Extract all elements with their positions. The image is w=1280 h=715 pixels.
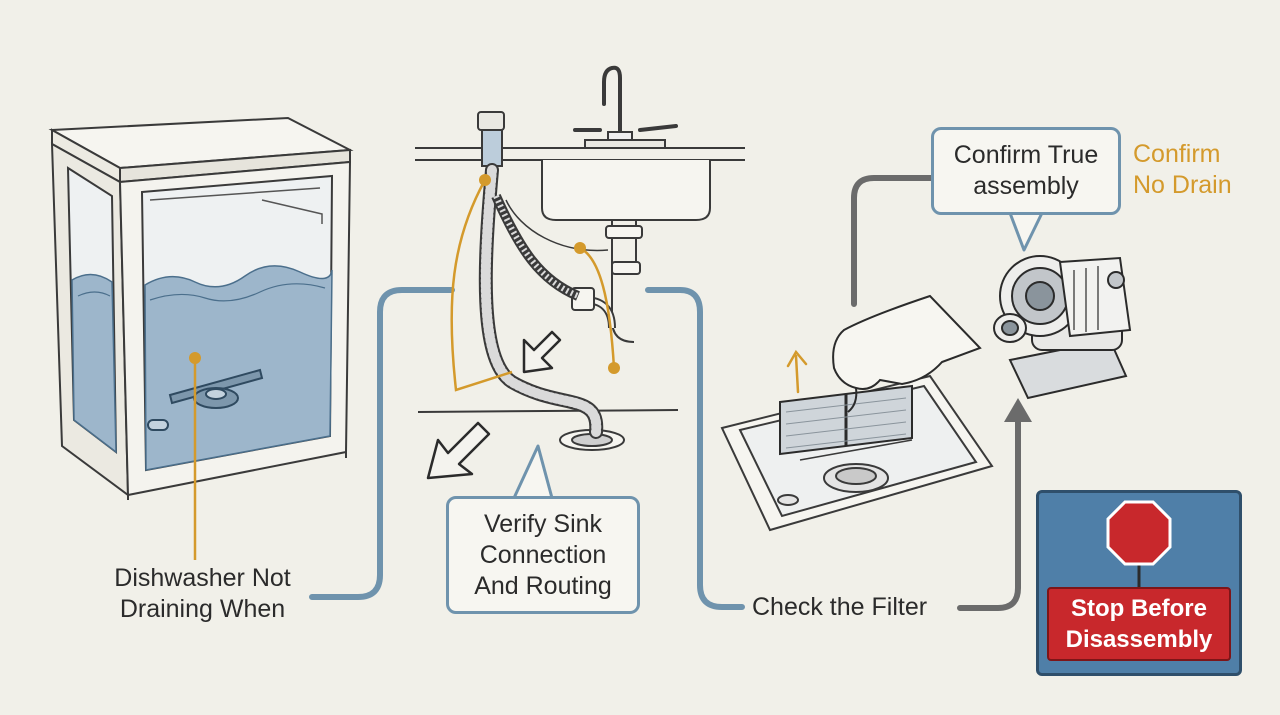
confirm-callout-pointer — [1008, 212, 1044, 252]
air-gap-amber-marker — [479, 174, 491, 186]
drain-hose — [478, 163, 609, 439]
confirm-true-assembly-label: Confirm True assembly — [953, 141, 1099, 200]
confirm-true-assembly-callout: Confirm True assembly — [931, 127, 1121, 215]
stop-before-disassembly-label: Stop Before Disassembly — [1047, 587, 1231, 661]
verify-sink-label: Verify Sink Connection And Routing — [474, 509, 612, 600]
verify-sink-callout: Verify Sink Connection And Routing — [446, 496, 640, 614]
pointer-arrow-icon — [426, 421, 491, 480]
sink-illustration — [415, 65, 745, 451]
dishwasher-illustration — [48, 116, 354, 500]
hand-illustration — [832, 294, 982, 413]
hose-high-loop-amber — [450, 179, 616, 392]
mesh-filter-icon — [779, 384, 913, 456]
flow-line-dishwasher-to-sink — [309, 287, 455, 600]
gray-connector-to-confirm — [851, 175, 935, 307]
tailpiece-amber-marker — [608, 362, 620, 374]
confirm-no-drain-label: Confirm No Drain — [1133, 140, 1232, 199]
down-left-arrow-icon — [522, 330, 562, 374]
dishwasher-not-draining-label: Dishwasher Not Draining When — [114, 564, 291, 623]
check-filter-label: Check the Filter — [752, 593, 928, 621]
trap-amber-marker — [574, 242, 586, 254]
arrow-head-up-icon — [1004, 398, 1032, 422]
drain-pump-illustration — [993, 255, 1132, 400]
verify-callout-pointer — [512, 444, 554, 499]
lift-up-arrow-icon — [786, 349, 808, 394]
dishwasher-amber-marker — [189, 352, 201, 560]
flow-line-sink-to-filter — [645, 287, 745, 610]
gray-arrow-to-pump — [957, 413, 1021, 611]
